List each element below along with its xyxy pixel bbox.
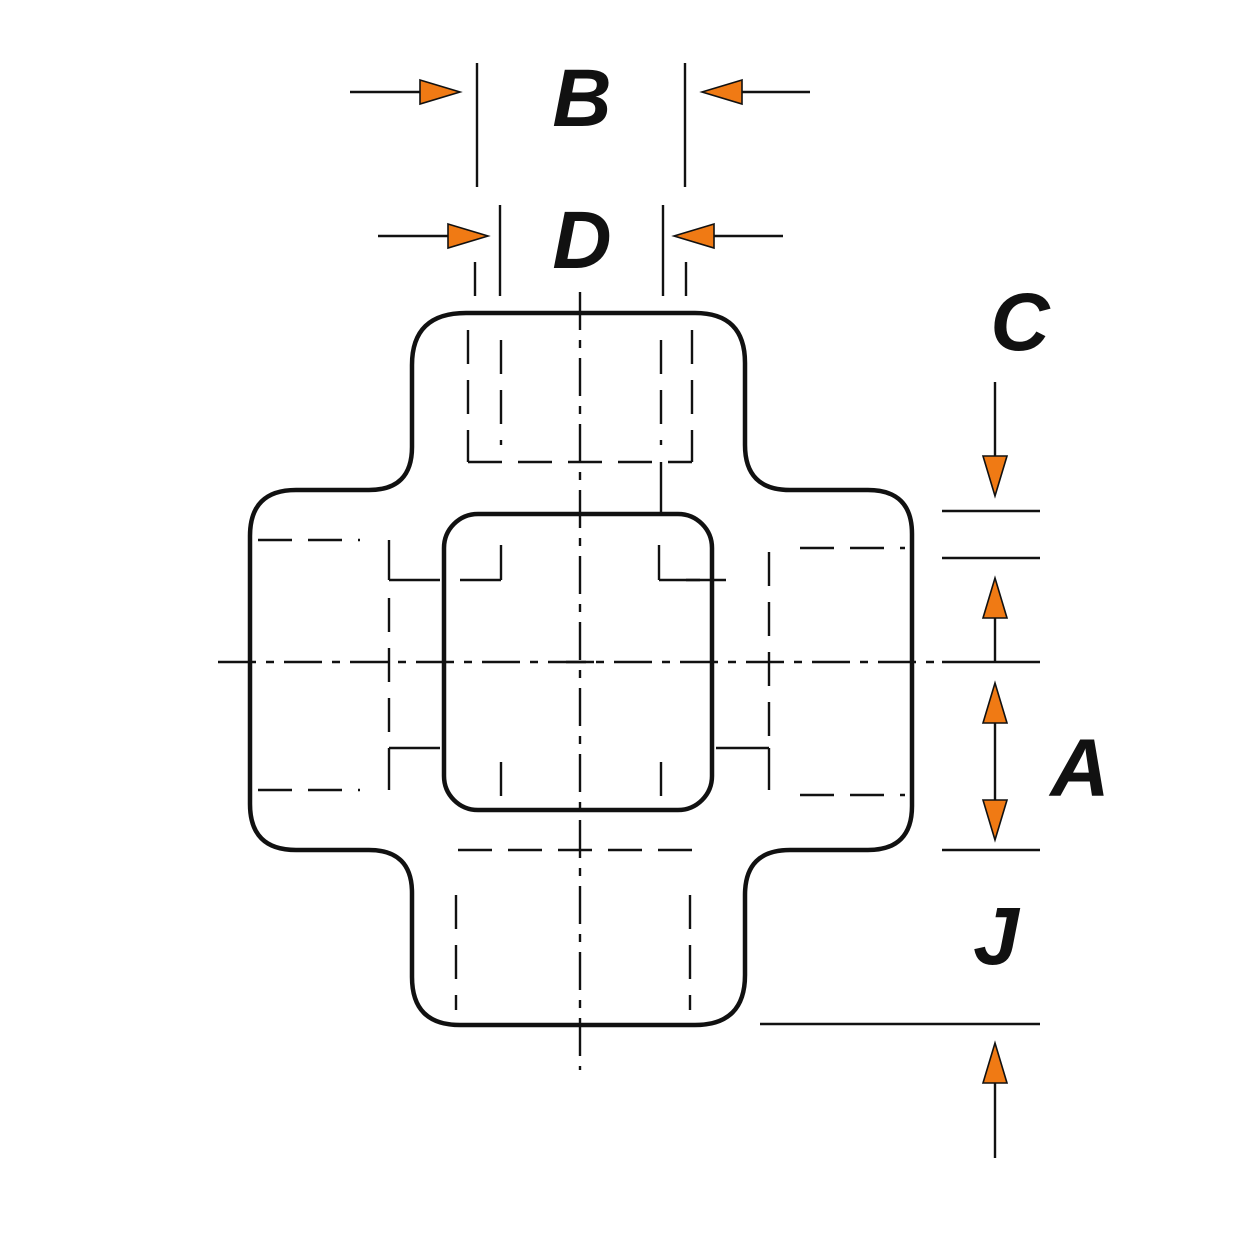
dimension-c: C bbox=[942, 277, 1051, 662]
hidden-lines-left-branch bbox=[258, 538, 440, 792]
cross-outline bbox=[247, 310, 915, 1028]
dimension-label-c: C bbox=[990, 277, 1051, 368]
arrow-b-right bbox=[699, 78, 743, 106]
arrow-b-left bbox=[419, 78, 463, 106]
dimension-label-d: D bbox=[552, 195, 611, 286]
arrow-d-left bbox=[447, 222, 491, 250]
dimension-j: J bbox=[760, 891, 1040, 1158]
dimension-a: A bbox=[942, 660, 1110, 852]
arrow-d-right bbox=[671, 222, 715, 250]
dimension-d: D bbox=[378, 195, 783, 302]
arrow-a-down bbox=[981, 799, 1009, 843]
dimension-b: B bbox=[350, 53, 810, 187]
arrow-a-up bbox=[981, 680, 1009, 724]
arrow-c-up bbox=[981, 575, 1009, 619]
arrow-c-down bbox=[981, 455, 1009, 499]
dimension-label-b: B bbox=[552, 53, 611, 144]
arrow-j-up bbox=[981, 1040, 1009, 1084]
dimension-label-a: A bbox=[1048, 723, 1109, 814]
hidden-lines-bottom-branch bbox=[454, 848, 700, 1010]
hidden-lines-right-branch bbox=[686, 546, 905, 797]
dimension-label-j: J bbox=[973, 891, 1020, 982]
hidden-lines-top-branch bbox=[466, 330, 694, 514]
